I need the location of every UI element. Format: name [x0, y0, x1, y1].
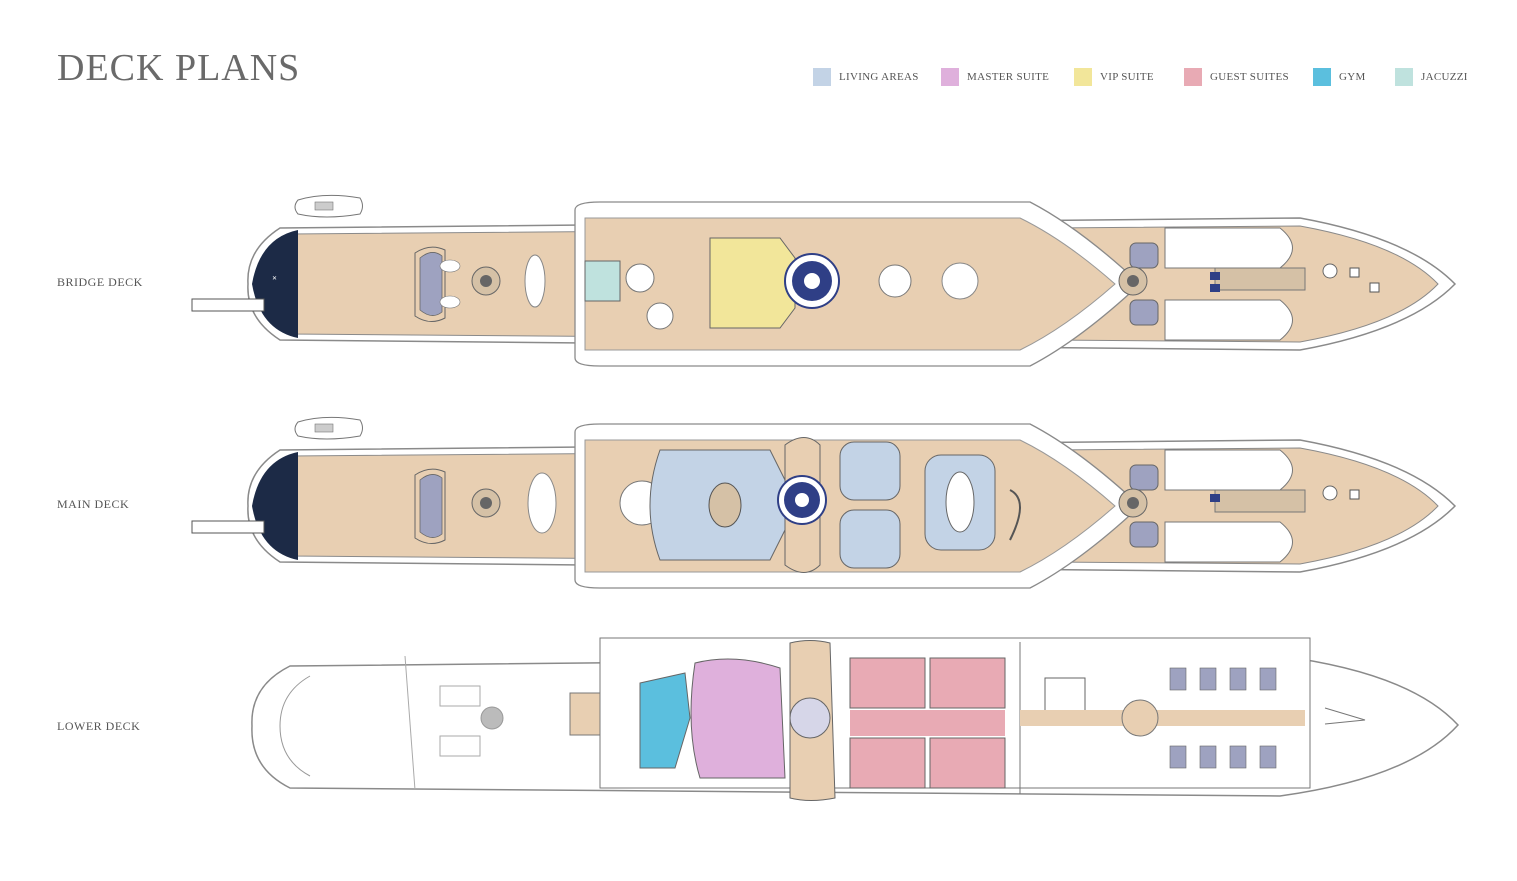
deck-label-main: MAIN DECK: [57, 497, 130, 511]
legend-swatch-guest-suites: [1184, 68, 1202, 86]
page-title: DECK PLANS: [57, 47, 301, 89]
main-deck-plan: [191, 416, 1457, 589]
legend-swatch-gym: [1313, 68, 1331, 86]
svg-text:✕: ✕: [272, 275, 277, 282]
forward-lounge: [1118, 242, 1159, 326]
lower-deck-plan: [251, 637, 1460, 801]
legend-label-guest-suites: GUEST SUITES: [1210, 71, 1289, 83]
legend-label-master-suite: MASTER SUITE: [967, 71, 1050, 83]
legend-living-areas: LIVING AREAS: [813, 68, 941, 86]
legend-swatch-master-suite: [941, 68, 959, 86]
legend-swatch-living-areas: [813, 68, 831, 86]
crew-cabins: [1169, 667, 1277, 769]
gym-area: [639, 672, 691, 769]
legend-jacuzzi: JACUZZI: [1395, 68, 1468, 86]
deck-label-bridge: BRIDGE DECK: [57, 275, 143, 289]
deck-label-lower: LOWER DECK: [57, 719, 141, 733]
crew-mess: [1121, 699, 1159, 737]
jet-boat-top: [1164, 449, 1293, 491]
bridge-deck-plan: ✕: [191, 194, 1457, 367]
guest-suite-2: [929, 657, 1006, 709]
legend: LIVING AREAS MASTER SUITE VIP SUITE GUES…: [813, 68, 1468, 86]
bow-seating: [1322, 485, 1360, 501]
jet-boat-bottom: [1164, 521, 1293, 563]
legend-label-vip-suite: VIP SUITE: [1100, 71, 1154, 83]
master-suite: [690, 658, 786, 779]
lower-staircase: [789, 697, 831, 739]
sky-lounge: [839, 441, 901, 501]
tender-garage: [439, 685, 504, 757]
passerelle: [191, 298, 265, 312]
passerelle: [191, 520, 265, 534]
legend-label-gym: GYM: [1339, 71, 1366, 83]
guest-corridor: [850, 710, 1005, 736]
legend-swatch-vip-suite: [1074, 68, 1092, 86]
legend-label-living-areas: LIVING AREAS: [839, 71, 919, 83]
legend-guest-suites: GUEST SUITES: [1184, 68, 1313, 86]
tender-boat: [294, 416, 363, 440]
legend-gym: GYM: [1313, 68, 1395, 86]
vip-suite-area: [709, 237, 796, 329]
bow-seating: [1322, 263, 1380, 293]
jet-boat-top: [1164, 227, 1293, 269]
guest-suite-1: [849, 657, 926, 709]
legend-vip-suite: VIP SUITE: [1074, 68, 1184, 86]
legend-master-suite: MASTER SUITE: [941, 68, 1074, 86]
forward-lounge: [1118, 464, 1159, 548]
jet-boat-bottom: [1164, 299, 1293, 341]
aft-seating: [414, 468, 446, 544]
crew-corridor: [1020, 710, 1305, 726]
media-room: [839, 509, 901, 569]
jacuzzi-pool: [584, 260, 621, 302]
guest-suite-3: [849, 737, 926, 789]
tender-boat: [294, 194, 363, 218]
legend-label-jacuzzi: JACUZZI: [1421, 71, 1468, 83]
aft-seating: [414, 246, 461, 322]
legend-swatch-jacuzzi: [1395, 68, 1413, 86]
guest-suite-4: [929, 737, 1006, 789]
